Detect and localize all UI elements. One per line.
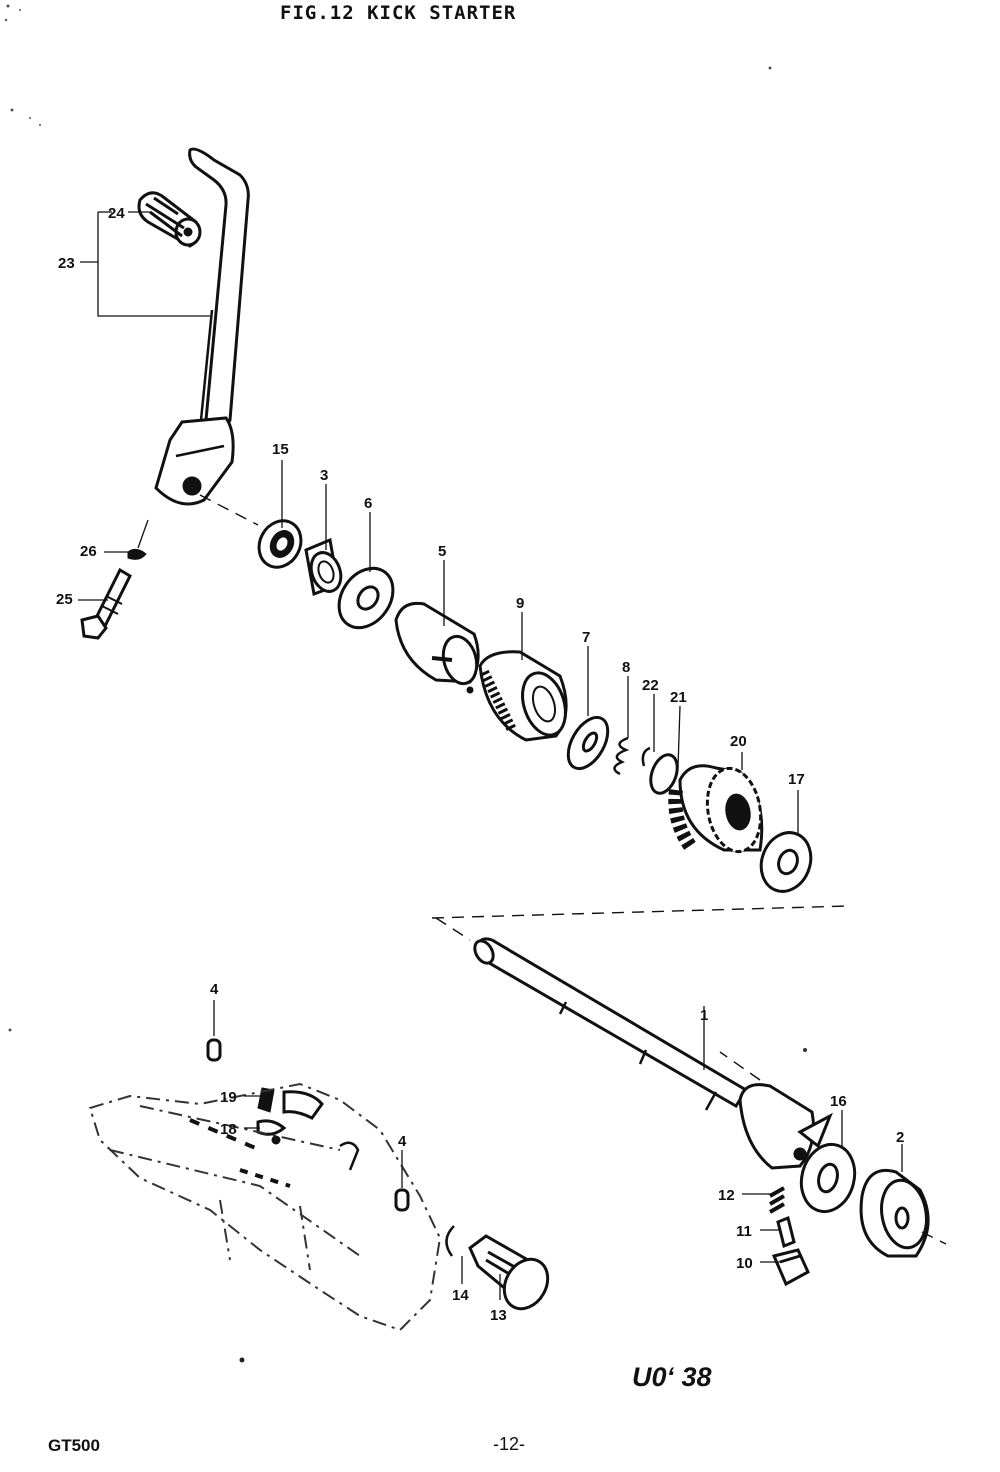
spring-8 <box>613 736 630 776</box>
kick-return-spring <box>466 650 568 742</box>
kick-lever <box>154 147 250 506</box>
oil-seal <box>257 519 303 569</box>
callout-10: 10 <box>736 1255 753 1272</box>
callout-11: 11 <box>736 1223 752 1240</box>
page-number: -12- <box>493 1434 526 1454</box>
kick-starter-shaft <box>473 937 833 1170</box>
callout-16: 16 <box>830 1093 847 1110</box>
callout-18: 18 <box>220 1121 237 1138</box>
callout-1: 1 <box>700 1007 708 1024</box>
callout-23: 23 <box>58 255 75 272</box>
leader-lines <box>78 211 903 1300</box>
screw-and-washer <box>256 1087 324 1145</box>
diagram-code: U0ʻ 38 <box>632 1362 712 1392</box>
callout-labels: 24 23 26 25 15 3 6 5 9 7 8 22 21 20 17 1… <box>56 205 904 1324</box>
callout-24: 24 <box>108 205 125 222</box>
washer-6 <box>337 566 395 630</box>
callout-15: 15 <box>272 441 289 458</box>
callout-3: 3 <box>320 467 328 484</box>
callout-14: 14 <box>452 1287 469 1304</box>
callout-13: 13 <box>490 1307 507 1324</box>
bush <box>304 537 343 597</box>
washer-21 <box>649 753 679 795</box>
washer-7 <box>566 715 610 771</box>
circlip <box>641 746 651 767</box>
callout-12: 12 <box>718 1187 735 1204</box>
gear-shaft-bolt <box>445 1225 550 1311</box>
shaft-guide <box>859 1169 930 1258</box>
spacer-sleeve <box>394 601 480 686</box>
callout-8: 8 <box>622 659 630 676</box>
callout-2: 2 <box>896 1129 904 1146</box>
dowel-pin <box>206 1038 410 1212</box>
callout-9: 9 <box>516 595 524 612</box>
washer-16 <box>799 1142 857 1214</box>
figure-title: FIG.12 KICK STARTER <box>280 2 517 24</box>
callout-19: 19 <box>220 1089 237 1106</box>
model-label: GT500 <box>48 1436 100 1455</box>
callout-17: 17 <box>788 771 805 788</box>
kick-idle-gear <box>668 764 764 854</box>
callout-20: 20 <box>730 733 747 750</box>
callout-7: 7 <box>582 629 590 646</box>
callout-6: 6 <box>364 495 372 512</box>
callout-4-lower: 4 <box>398 1133 407 1150</box>
callout-22: 22 <box>642 677 659 694</box>
callout-25: 25 <box>56 591 73 608</box>
spring-pin-stopper <box>769 1186 810 1287</box>
kick-lever-rubber <box>137 191 202 248</box>
callout-21: 21 <box>670 689 687 706</box>
callout-4-upper: 4 <box>210 981 219 998</box>
callout-5: 5 <box>438 543 446 560</box>
scan-specks <box>4 4 807 1363</box>
callout-26: 26 <box>80 543 97 560</box>
crankcase-outline <box>88 1082 442 1332</box>
washer-17 <box>759 831 813 893</box>
lever-bolt <box>80 548 147 640</box>
